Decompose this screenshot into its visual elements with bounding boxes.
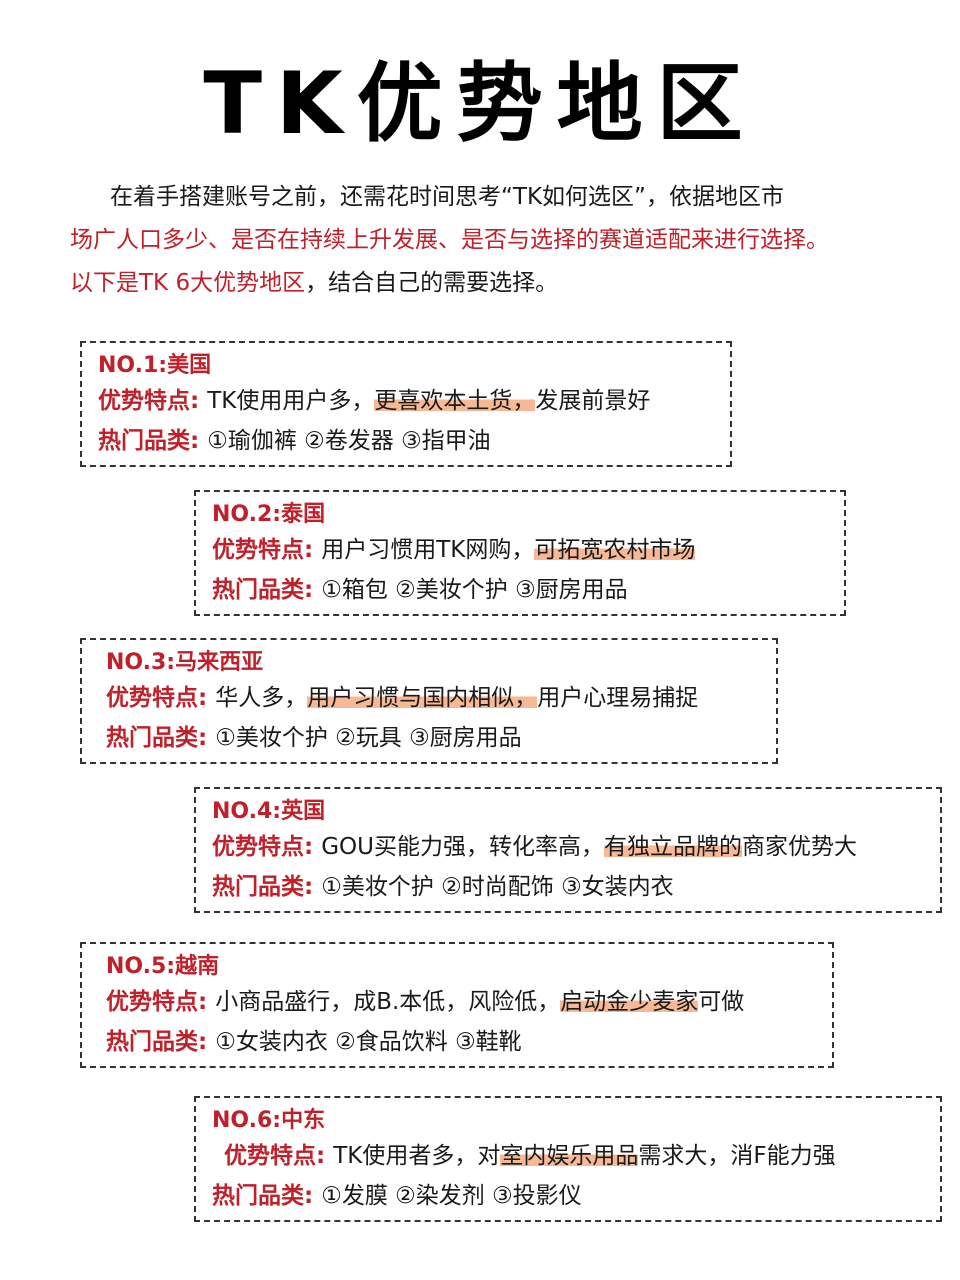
region-card-3: NO.3:马来西亚 优势特点: 华人多，用户习惯与国内相似，用户心理易捕捉 热门品… [80, 638, 778, 764]
region-title: NO.5:越南 [106, 954, 220, 979]
advantage-highlight: 室内娱乐用品 [500, 1143, 639, 1169]
region-card-4: NO.4:英国 优势特点: GOU买能力强，转化率高，有独立品牌的商家优势大 热门… [194, 787, 942, 913]
advantage-text: 用户习惯用TK网购， [321, 537, 535, 563]
categories-text: ①箱包 ②美妆个护 ③厨房用品 [321, 577, 628, 603]
categories-text: ①美妆个护 ②时尚配饰 ③女装内衣 [321, 874, 674, 900]
advantage-text-end: 商家优势大 [741, 834, 857, 860]
advantage-text-end: 用户心理易捕捉 [537, 685, 699, 711]
advantage-text: GOU买能力强，转化率高， [321, 834, 604, 860]
categories-label: 热门品类: [212, 1183, 314, 1209]
page-title: TK优势地区 [203, 54, 757, 154]
categories-row: 热门品类: ①女装内衣 ②食品饮料 ③鞋靴 [106, 1022, 816, 1062]
advantage-label: 优势特点: [224, 1143, 326, 1169]
categories-row: 热门品类: ①发膜 ②染发剂 ③投影仪 [212, 1176, 924, 1216]
region-card-6: NO.6:中东 优势特点: TK使用者多，对室内娱乐用品需求大，消F能力强 热门品… [194, 1096, 942, 1222]
advantage-text: TK使用用户多， [207, 388, 375, 414]
region-card-1: NO.1:美国 优势特点: TK使用用户多，更喜欢本土货，发展前景好 热门品类: ①… [80, 341, 732, 467]
categories-text: ①瑜伽裤 ②卷发器 ③指甲油 [207, 428, 491, 454]
region-card-2: NO.2:泰国 优势特点: 用户习惯用TK网购，可拓宽农村市场 热门品类: ①箱包 … [194, 490, 846, 616]
advantage-row: 优势特点: 用户习惯用TK网购，可拓宽农村市场 [212, 530, 828, 570]
intro-line-1: 在着手搭建账号之前，还需花时间思考“TK如何选区”，依据地区市 [110, 184, 784, 210]
advantage-highlight: 有独立品牌的 [603, 834, 742, 860]
intro-line-3-highlight: 以下是TK 6大优势地区 [70, 270, 306, 296]
advantage-row: 优势特点: GOU买能力强，转化率高，有独立品牌的商家优势大 [212, 827, 924, 867]
region-title: NO.2:泰国 [212, 502, 326, 527]
categories-label: 热门品类: [212, 874, 314, 900]
advantage-highlight: 启动金少麦家 [560, 989, 699, 1015]
categories-label: 热门品类: [212, 577, 314, 603]
advantage-label: 优势特点: [106, 989, 208, 1015]
advantage-text-end: 可做 [698, 989, 745, 1015]
intro-line-3: 以下是TK 6大优势地区，结合自己的需要选择。 [70, 262, 930, 305]
intro-line-3-rest: ，结合自己的需要选择。 [305, 270, 559, 296]
advantage-row: 优势特点: 小商品盛行，成B.本低，风险低，启动金少麦家可做 [106, 982, 816, 1022]
region-title: NO.3:马来西亚 [106, 650, 264, 675]
advantage-label: 优势特点: [98, 388, 200, 414]
categories-label: 热门品类: [98, 428, 200, 454]
advantage-label: 优势特点: [212, 834, 314, 860]
categories-row: 热门品类: ①箱包 ②美妆个护 ③厨房用品 [212, 570, 828, 610]
advantage-text: 华人多， [215, 685, 308, 711]
categories-label: 热门品类: [106, 725, 208, 751]
categories-text: ①发膜 ②染发剂 ③投影仪 [321, 1183, 582, 1209]
categories-row: 热门品类: ①美妆个护 ②时尚配饰 ③女装内衣 [212, 867, 924, 907]
intro-paragraph: 在着手搭建账号之前，还需花时间思考“TK如何选区”，依据地区市 场广人口多少、是… [70, 176, 930, 305]
advantage-row: 优势特点: TK使用者多，对室内娱乐用品需求大，消F能力强 [212, 1136, 924, 1176]
region-title: NO.1:美国 [98, 353, 212, 378]
region-title: NO.6:中东 [212, 1108, 326, 1133]
advantage-label: 优势特点: [106, 685, 208, 711]
categories-row: 热门品类: ①美妆个护 ②玩具 ③厨房用品 [106, 718, 760, 758]
advantage-text: 小商品盛行，成B.本低，风险低， [215, 989, 561, 1015]
categories-row: 热门品类: ①瑜伽裤 ②卷发器 ③指甲油 [98, 421, 714, 461]
categories-label: 热门品类: [106, 1029, 208, 1055]
advantage-text-end: 发展前景好 [535, 388, 651, 414]
advantage-text-end: 需求大，消F能力强 [638, 1143, 836, 1169]
advantage-text: TK使用者多，对 [333, 1143, 501, 1169]
advantage-row: 优势特点: TK使用用户多，更喜欢本土货，发展前景好 [98, 381, 714, 421]
advantage-highlight: 用户习惯与国内相似， [307, 685, 538, 711]
advantage-row: 优势特点: 华人多，用户习惯与国内相似，用户心理易捕捉 [106, 678, 760, 718]
advantage-highlight: 更喜欢本土货， [374, 388, 536, 414]
region-card-5: NO.5:越南 优势特点: 小商品盛行，成B.本低，风险低，启动金少麦家可做 热门… [80, 942, 834, 1068]
intro-line-2: 场广人口多少、是否在持续上升发展、是否与选择的赛道适配来进行选择。 [70, 227, 829, 253]
advantage-highlight: 可拓宽农村市场 [534, 537, 696, 563]
region-title: NO.4:英国 [212, 799, 326, 824]
advantage-label: 优势特点: [212, 537, 314, 563]
categories-text: ①美妆个护 ②玩具 ③厨房用品 [215, 725, 522, 751]
categories-text: ①女装内衣 ②食品饮料 ③鞋靴 [215, 1029, 522, 1055]
